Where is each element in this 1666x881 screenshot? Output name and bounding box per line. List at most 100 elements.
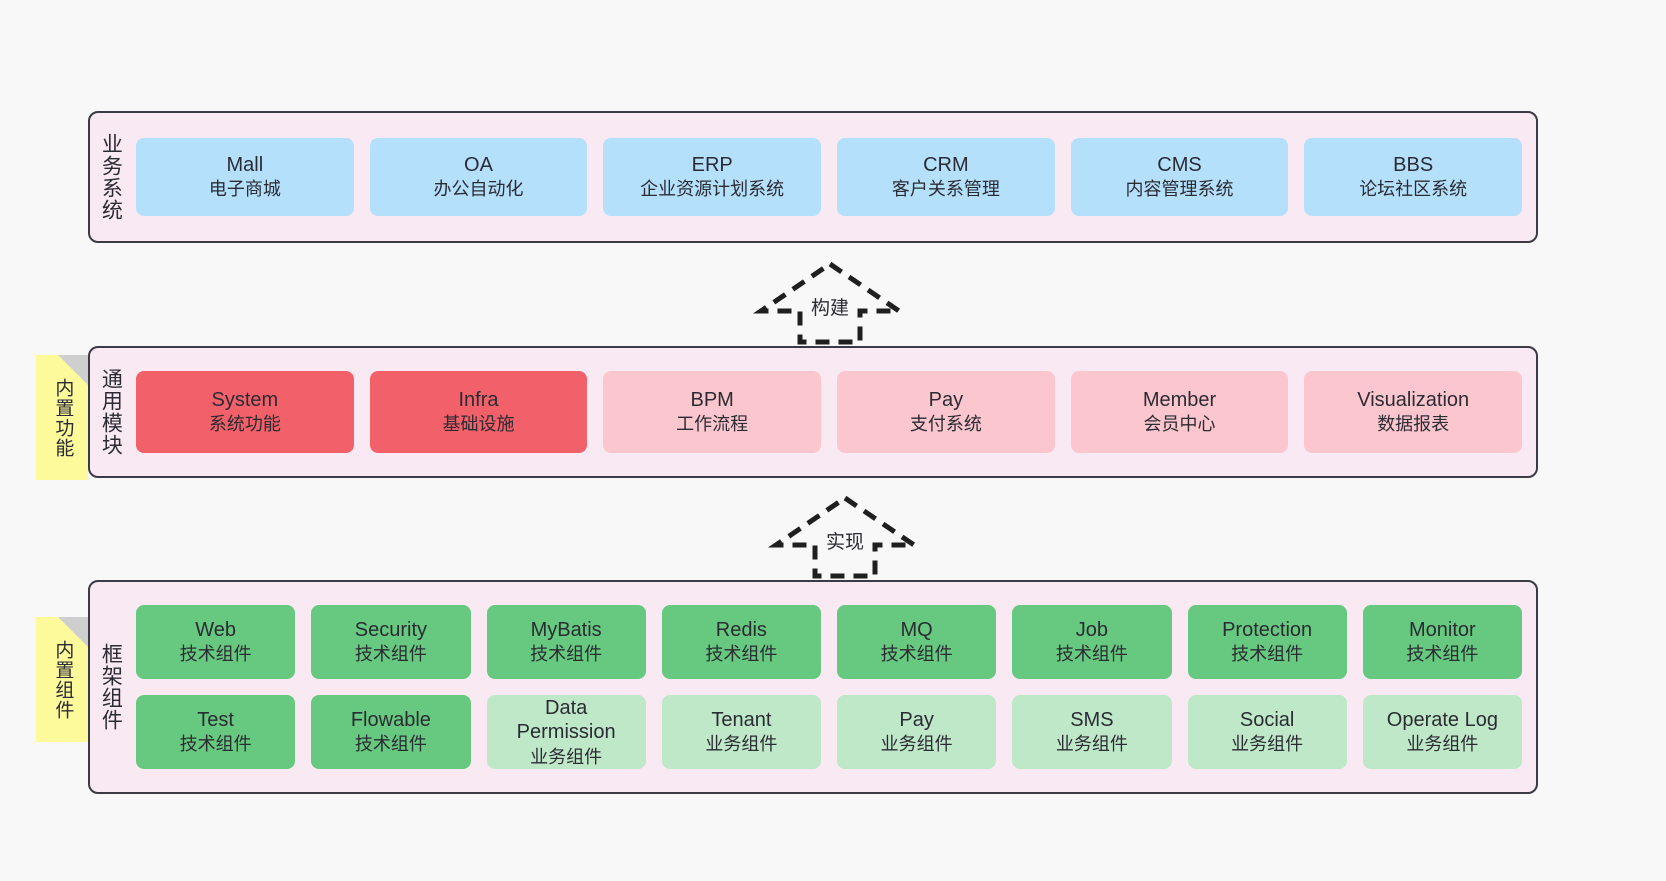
card-title: BBS xyxy=(1393,154,1434,177)
card-title: Tenant xyxy=(711,709,772,732)
card-row: Mall 电子商城 OA 办公自动化 ERP 企业资源计划系统 CRM 客户关系… xyxy=(136,138,1523,216)
card-system[interactable]: System 系统功能 xyxy=(136,371,354,453)
card-subtitle: 系统功能 xyxy=(208,414,281,435)
card-redis[interactable]: Redis 技术组件 xyxy=(661,605,821,679)
card-erp[interactable]: ERP 企业资源计划系统 xyxy=(603,138,822,216)
card-social[interactable]: Social 业务组件 xyxy=(1187,695,1347,769)
layer-framework-components-body: Web 技术组件 Security 技术组件 MyBatis 技术组件 Redi… xyxy=(130,582,1536,792)
card-data-permission[interactable]: Data Permission 业务组件 xyxy=(486,695,646,769)
card-subtitle: 技术组件 xyxy=(1406,644,1479,665)
card-title: System xyxy=(211,389,279,412)
card-bbs[interactable]: BBS 论坛社区系统 xyxy=(1304,138,1523,216)
layer-common-modules-body: System 系统功能 Infra 基础设施 BPM 工作流程 Pay 支付系统… xyxy=(130,348,1536,476)
card-title: Job xyxy=(1075,619,1108,642)
card-title: Security xyxy=(354,619,427,642)
layer-framework-components-title: 框架组件 xyxy=(99,643,123,731)
card-subtitle: 技术组件 xyxy=(179,644,252,665)
card-test[interactable]: Test 技术组件 xyxy=(136,695,296,769)
card-title: BPM xyxy=(690,389,734,412)
connector-implement-label: 实现 xyxy=(823,527,867,554)
card-pay-business[interactable]: Pay 业务组件 xyxy=(837,695,997,769)
card-member[interactable]: Member 会员中心 xyxy=(1070,371,1289,453)
card-security[interactable]: Security 技术组件 xyxy=(311,605,471,679)
note-fold-icon xyxy=(58,617,88,647)
card-sms[interactable]: SMS 业务组件 xyxy=(1012,695,1172,769)
card-oa[interactable]: OA 办公自动化 xyxy=(369,138,588,216)
card-subtitle: 业务组件 xyxy=(880,734,953,755)
card-subtitle: 技术组件 xyxy=(705,644,778,665)
card-title: Pay xyxy=(928,389,964,412)
card-title: Operate Log xyxy=(1386,709,1498,732)
card-bpm[interactable]: BPM 工作流程 xyxy=(603,371,822,453)
layer-business-system-title: 业务系统 xyxy=(99,133,123,221)
card-subtitle: 业务组件 xyxy=(1406,734,1479,755)
card-title: Pay xyxy=(899,709,934,732)
card-title: Protection xyxy=(1222,619,1313,642)
card-title: Mall xyxy=(226,154,264,177)
card-mq[interactable]: MQ 技术组件 xyxy=(837,605,997,679)
card-operate-log[interactable]: Operate Log 业务组件 xyxy=(1362,695,1522,769)
connector-implement: 实现 xyxy=(767,492,923,580)
note-label: 内置组件 xyxy=(52,639,74,720)
card-subtitle: 企业资源计划系统 xyxy=(640,179,785,200)
card-row: System 系统功能 Infra 基础设施 BPM 工作流程 Pay 支付系统… xyxy=(136,371,1523,453)
card-subtitle: 技术组件 xyxy=(354,644,427,665)
card-subtitle: 办公自动化 xyxy=(433,179,524,200)
card-title: CMS xyxy=(1157,154,1202,177)
card-row: Test 技术组件 Flowable 技术组件 Data Permission … xyxy=(136,695,1522,769)
card-title: CRM xyxy=(923,154,969,177)
card-subtitle: 会员中心 xyxy=(1143,414,1216,435)
card-title: Member xyxy=(1142,389,1217,412)
note-label: 内置功能 xyxy=(52,377,74,458)
note-builtin-components: 内置组件 xyxy=(36,617,88,742)
card-pay[interactable]: Pay 支付系统 xyxy=(837,371,1055,453)
card-visualization[interactable]: Visualization 数据报表 xyxy=(1304,371,1523,453)
card-subtitle: 业务组件 xyxy=(530,746,603,767)
card-subtitle: 内容管理系统 xyxy=(1125,179,1234,200)
note-fold-icon xyxy=(58,355,88,385)
card-subtitle: 电子商城 xyxy=(208,179,281,200)
card-title: Redis xyxy=(715,619,767,642)
card-title: Social xyxy=(1239,709,1295,732)
card-title: OA xyxy=(464,154,493,177)
card-subtitle: 工作流程 xyxy=(676,414,749,435)
card-subtitle: 业务组件 xyxy=(1055,734,1128,755)
card-subtitle: 业务组件 xyxy=(705,734,778,755)
card-subtitle: 技术组件 xyxy=(1055,644,1128,665)
connector-build-label: 构建 xyxy=(808,293,852,320)
card-title: ERP xyxy=(691,154,733,177)
card-subtitle: 客户关系管理 xyxy=(891,179,1000,200)
card-subtitle: 业务组件 xyxy=(1231,734,1304,755)
card-tenant[interactable]: Tenant 业务组件 xyxy=(661,695,821,769)
card-title: Data Permission xyxy=(516,696,616,744)
card-subtitle: 技术组件 xyxy=(530,644,603,665)
card-title: Test xyxy=(197,709,234,732)
implement-arrow-icon xyxy=(767,494,923,579)
card-cms[interactable]: CMS 内容管理系统 xyxy=(1070,138,1289,216)
card-crm[interactable]: CRM 客户关系管理 xyxy=(837,138,1055,216)
card-job[interactable]: Job 技术组件 xyxy=(1012,605,1172,679)
layer-framework-components: 框架组件 Web 技术组件 Security 技术组件 MyBatis 技术组件… xyxy=(88,580,1538,794)
layer-common-modules-title: 通用模块 xyxy=(99,368,123,456)
card-flowable[interactable]: Flowable 技术组件 xyxy=(311,695,471,769)
card-mybatis[interactable]: MyBatis 技术组件 xyxy=(486,605,646,679)
card-subtitle: 技术组件 xyxy=(354,734,427,755)
card-infra[interactable]: Infra 基础设施 xyxy=(369,371,588,453)
card-mall[interactable]: Mall 电子商城 xyxy=(136,138,354,216)
build-arrow-icon xyxy=(752,260,908,345)
card-monitor[interactable]: Monitor 技术组件 xyxy=(1362,605,1522,679)
card-subtitle: 技术组件 xyxy=(179,734,252,755)
card-title: MyBatis xyxy=(530,619,602,642)
card-subtitle: 技术组件 xyxy=(1231,644,1304,665)
layer-business-system: 业务系统 Mall 电子商城 OA 办公自动化 ERP 企业资源计划系统 CRM… xyxy=(88,111,1538,243)
card-subtitle: 数据报表 xyxy=(1377,414,1450,435)
card-title: MQ xyxy=(900,619,933,642)
card-title: SMS xyxy=(1070,709,1114,732)
card-title: Visualization xyxy=(1357,389,1470,412)
card-title: Flowable xyxy=(350,709,431,732)
connector-build: 构建 xyxy=(752,258,908,346)
card-web[interactable]: Web 技术组件 xyxy=(136,605,296,679)
card-subtitle: 支付系统 xyxy=(909,414,982,435)
card-protection[interactable]: Protection 技术组件 xyxy=(1187,605,1347,679)
